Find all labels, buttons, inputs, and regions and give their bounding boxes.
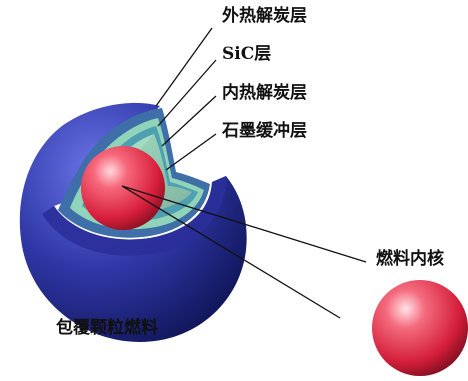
fuel-kernel xyxy=(81,146,165,230)
label-particle: 包覆颗粒燃料 xyxy=(56,318,158,338)
label-kernel: 燃料内核 xyxy=(376,249,444,269)
fuel-kernel-detached xyxy=(372,280,468,376)
leader-outer-pyc xyxy=(156,28,212,106)
leader-sic xyxy=(158,60,216,126)
label-buffer: 石墨缓冲层 xyxy=(222,121,307,141)
label-sic: SiC层 xyxy=(222,44,271,64)
leader-inner-pyc xyxy=(162,96,216,146)
label-outer-pyc: 外热解炭层 xyxy=(222,6,307,26)
leader-buffer xyxy=(166,134,216,170)
label-inner-pyc: 内热解炭层 xyxy=(222,83,307,103)
